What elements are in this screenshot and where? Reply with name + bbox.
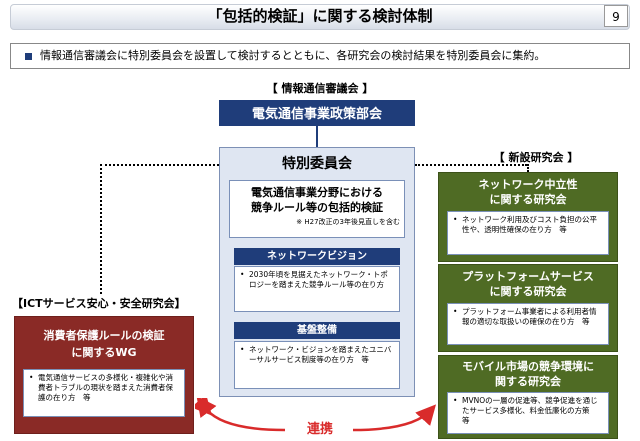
subcommittee-box: 電気通信事業政策部会 (219, 100, 415, 126)
infrastructure-box: ネットワーク・ビジョンを踏まえたユニバーサルサービス制度等の在り方 等 (234, 341, 400, 389)
dotted-connector-left (100, 164, 219, 166)
platform-bullet: プラットフォーム事業者による利用者情報の適切な取扱いの確保の在り方 等 (453, 307, 604, 327)
title-bar (10, 4, 630, 30)
dotted-connector-right-vertical (527, 164, 529, 172)
summary-text: 情報通信審議会に特別委員会を設置して検討するとともに、各研究会の検討結果を特別委… (40, 49, 546, 62)
infrastructure-heading: 基盤整備 (234, 322, 400, 339)
platform-group: プラットフォームサービス に関する研究会 プラットフォーム事業者による利用者情報… (438, 264, 618, 352)
page-number: 9 (604, 5, 628, 27)
collaboration-label: 連携 (306, 422, 333, 437)
connector-line (316, 126, 318, 147)
consumer-protection-wg: 消費者保護ルールの検証 に関するWG 電気通信サービスの多様化・複雑化や消費者ト… (14, 316, 194, 434)
dotted-connector-right (415, 164, 527, 166)
scope-box: 電気通信事業分野における 競争ルール等の包括的検証 ※ H27改正の3年後見直し… (229, 180, 405, 238)
net-neutrality-bullet: ネットワーク利用及びコスト負担の公平性や、透明性確保の在り方 等 (453, 215, 604, 235)
consumer-protection-title: 消費者保護ルールの検証 に関するWG (43, 329, 165, 359)
network-vision-box: 2030年頃を見据えたネットワーク・トポロジーを踏まえた競争ルール等の在り方 (234, 266, 400, 312)
mobile-box: MVNOの一層の促進等、競争促進を通じたサービス多様化、料金低廉化の方策 等 (447, 392, 609, 434)
net-neutrality-box: ネットワーク利用及びコスト負担の公平性や、透明性確保の在り方 等 (447, 211, 609, 255)
platform-title: プラットフォームサービス に関する研究会 (462, 270, 594, 298)
net-neutrality-title: ネットワーク中立性 に関する研究会 (478, 178, 578, 206)
network-vision-heading: ネットワークビジョン (234, 248, 400, 265)
ict-group-label: 【ICTサービス安心・安全研究会】 (12, 297, 186, 310)
dotted-connector-left-vertical (100, 164, 102, 294)
consumer-protection-box: 電気通信サービスの多様化・複雑化や消費者トラブルの現状を踏まえた消費者保護の在り… (23, 369, 185, 417)
mobile-bullet: MVNOの一層の促進等、競争促進を通じたサービス多様化、料金低廉化の方策 等 (453, 396, 604, 426)
collaboration-arrow (195, 398, 437, 432)
scope-note: ※ H27改正の3年後見直しを含む (296, 218, 400, 226)
infrastructure-bullet: ネットワーク・ビジョンを踏まえたユニバーサルサービス制度等の在り方 等 (240, 345, 395, 365)
scope-text: 電気通信事業分野における 競争ルール等の包括的検証 (251, 186, 383, 214)
consumer-protection-bullet: 電気通信サービスの多様化・複雑化や消費者トラブルの現状を踏まえた消費者保護の在り… (29, 373, 180, 403)
square-bullet-icon (25, 52, 32, 60)
mobile-title: モバイル市場の競争環境に 関する研究会 (462, 360, 594, 388)
special-committee-title: 特別委員会 (282, 156, 352, 172)
net-neutrality-group: ネットワーク中立性 に関する研究会 ネットワーク利用及びコスト負担の公平性や、透… (438, 172, 618, 262)
page-title: 「包括的検証」に関する検討体制 (207, 7, 433, 25)
summary-box: 情報通信審議会に特別委員会を設置して検討するとともに、各研究会の検討結果を特別委… (10, 43, 630, 69)
network-vision-bullet: 2030年頃を見据えたネットワーク・トポロジーを踏まえた競争ルール等の在り方 (240, 270, 395, 290)
platform-box: プラットフォーム事業者による利用者情報の適切な取扱いの確保の在り方 等 (447, 303, 609, 345)
council-label: 【 情報通信審議会 】 (266, 82, 374, 95)
mobile-group: モバイル市場の競争環境に 関する研究会 MVNOの一層の促進等、競争促進を通じた… (438, 355, 618, 439)
new-groups-label: 【 新設研究会 】 (493, 151, 579, 164)
